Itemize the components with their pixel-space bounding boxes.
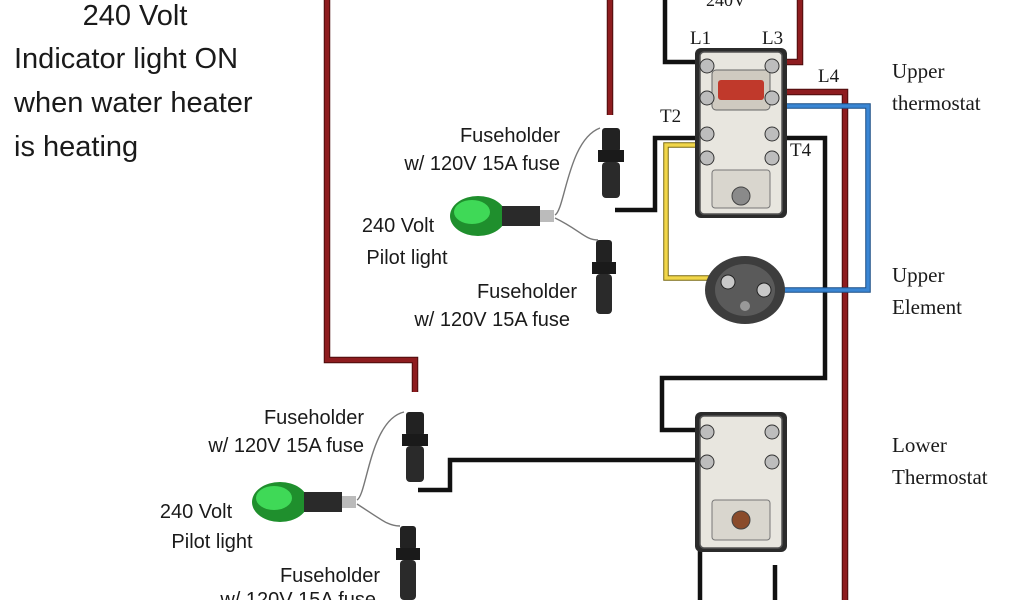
terminal-l1: L1 (690, 28, 711, 49)
upper-fuse-bottom-line1: Fuseholder (477, 281, 577, 303)
notes-line2: Indicator light ON (14, 43, 238, 75)
upper-fuse-top-line1: Fuseholder (460, 125, 560, 147)
upper-fuse-bottom-line2: w/ 120V 15A fuse (413, 309, 570, 331)
lower-fuse-bottom-line1: Fuseholder (280, 565, 380, 587)
terminal-l3: L3 (762, 28, 783, 49)
upper-element-device (705, 256, 785, 324)
upper-fuse-top-line2: w/ 120V 15A fuse (403, 153, 560, 175)
lower-thermostat-label-line1: Lower (892, 433, 947, 457)
lower-thermostat-label-line2: Thermostat (892, 465, 988, 489)
lower-fuseholder-bottom (396, 526, 420, 600)
notes-line4: is heating (14, 131, 138, 163)
upper-fuseholder-top (598, 128, 624, 198)
lower-pilot-line2: Pilot light (171, 531, 253, 553)
terminal-t4: T4 (790, 140, 812, 161)
upper-pilot-line1: 240 Volt (362, 215, 435, 237)
top-voltage-label: 240V (706, 0, 746, 10)
terminal-screws (699, 58, 780, 166)
notes: 240 Volt Indicator light ON when water h… (13, 0, 253, 163)
lower-fuseholder-top (402, 412, 428, 482)
lower-pilot-light (252, 482, 356, 522)
upper-thermostat-label-line2: thermostat (892, 91, 981, 115)
upper-pilot-light (450, 196, 554, 236)
notes-line3: when water heater (13, 87, 253, 119)
component-labels: Upper thermostat Upper Element Lower The… (892, 59, 988, 489)
upper-pilot-leads (554, 127, 601, 241)
lower-pilot-leads (356, 411, 405, 527)
upper-circuit-labels: Fuseholder w/ 120V 15A fuse 240 Volt Pil… (362, 125, 577, 331)
notes-line1: 240 Volt (83, 0, 188, 32)
lower-fuse-bottom-line2: w/ 120V 15A fuse (219, 589, 376, 600)
upper-element-label-line1: Upper (892, 263, 944, 287)
element-wires (663, 103, 871, 293)
upper-fuseholder-bottom (592, 240, 616, 314)
terminal-l4: L4 (818, 66, 840, 87)
lower-fuse-top-line2: w/ 120V 15A fuse (207, 435, 364, 457)
lower-thermostat-device (695, 412, 787, 552)
terminal-labels: L1 L3 L4 T2 T4 (660, 28, 840, 161)
red-line-wires (323, 0, 849, 600)
lower-pilot-line1: 240 Volt (160, 501, 233, 523)
terminal-t2: T2 (660, 106, 681, 127)
upper-pilot-line2: Pilot light (366, 247, 448, 269)
reset-button (718, 80, 764, 100)
upper-thermostat-label-line1: Upper (892, 59, 944, 83)
lower-fuse-top-line1: Fuseholder (264, 407, 364, 429)
lower-circuit-labels: Fuseholder w/ 120V 15A fuse 240 Volt Pil… (160, 407, 380, 600)
upper-thermostat-device (695, 48, 787, 218)
upper-element-label-line2: Element (892, 295, 962, 319)
